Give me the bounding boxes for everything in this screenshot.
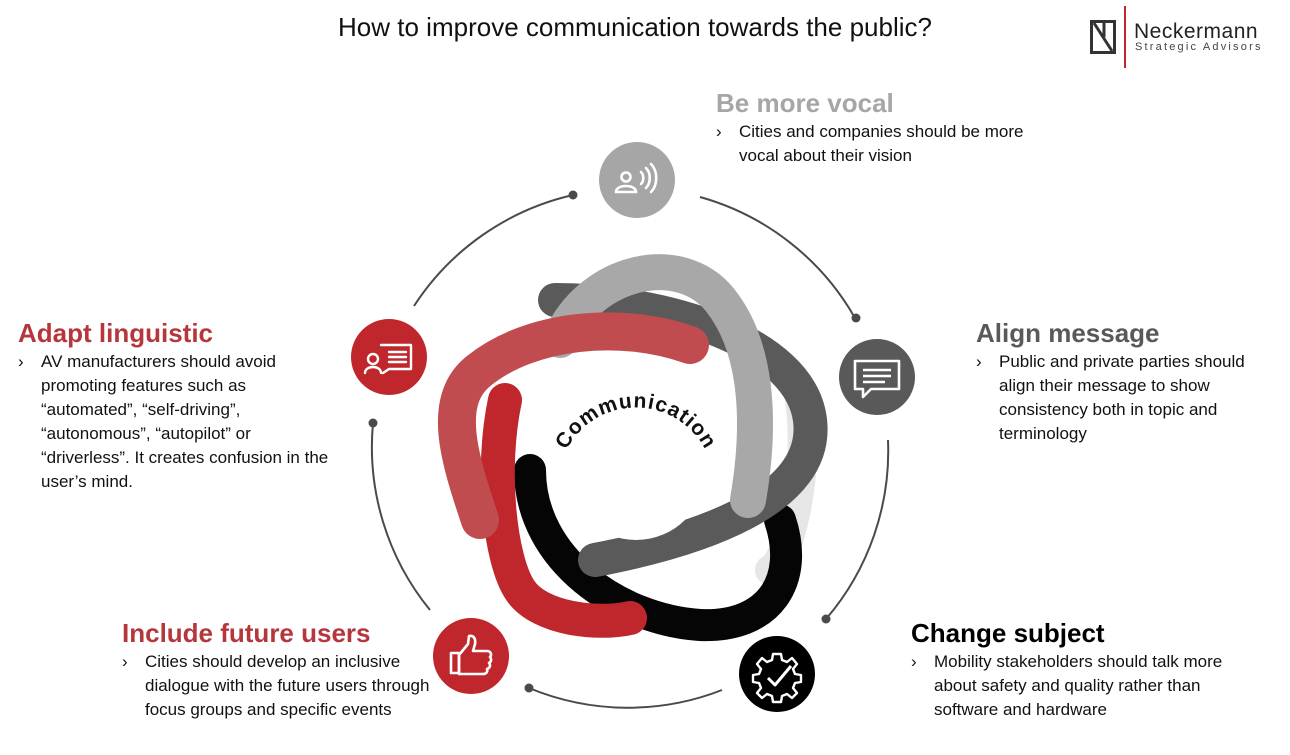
band-dark-gray: [538, 283, 828, 577]
chevron-right-icon: ›: [911, 652, 917, 671]
text-change-subject: Mobility stakeholders should talk more a…: [934, 652, 1223, 719]
chevron-right-icon: ›: [122, 652, 128, 671]
logo-divider: [1124, 6, 1126, 68]
arc-dot: [524, 683, 534, 693]
arc-change-to-include: [528, 687, 723, 709]
block-align-message: Align message › Public and private parti…: [976, 318, 1276, 446]
arc-dot: [368, 418, 378, 428]
arc-vocal-to-align: [699, 196, 856, 319]
heading-change-subject: Change subject: [911, 618, 1105, 648]
block-include-future-users: Include future users › Cities should dev…: [122, 618, 432, 722]
page-title: How to improve communication towards the…: [338, 12, 932, 42]
logo-subtitle: Strategic Advisors: [1135, 41, 1263, 53]
center-disc: [566, 400, 706, 540]
heading-include-future-users: Include future users: [122, 618, 371, 648]
cycle-arcs: [370, 194, 890, 709]
arc-dot: [821, 614, 831, 624]
band-red-dark: [480, 383, 647, 638]
heading-align-message: Align message: [976, 318, 1160, 348]
bullet-be-more-vocal: › Cities and companies should be more vo…: [716, 120, 1036, 168]
block-change-subject: Change subject › Mobility stakeholders s…: [911, 618, 1231, 722]
band-red: [437, 312, 709, 539]
chevron-right-icon: ›: [18, 352, 24, 371]
arc-include-to-adapt: [370, 422, 431, 611]
arc-dot: [851, 313, 861, 323]
text-align-message: Public and private parties should align …: [999, 352, 1245, 443]
arc-dot: [568, 190, 578, 200]
cycle-dots: [368, 190, 861, 693]
gear-check-icon: [751, 652, 803, 704]
person-speaking-icon: [614, 162, 658, 194]
bullet-change-subject: › Mobility stakeholders should talk more…: [911, 650, 1231, 722]
text-include-future-users: Cities should develop an inclusive dialo…: [145, 652, 430, 719]
text-adapt-linguistic: AV manufacturers should avoid promoting …: [41, 352, 329, 491]
change-icon-circle: [739, 636, 815, 712]
band-black: [514, 454, 803, 642]
bullet-adapt-linguistic: › AV manufacturers should avoid promotin…: [18, 350, 336, 494]
block-adapt-linguistic: Adapt linguistic › AV manufacturers shou…: [18, 318, 336, 494]
adapt-icon-circle: [351, 319, 427, 395]
text-be-more-vocal: Cities and companies should be more voca…: [739, 122, 1024, 165]
heading-adapt-linguistic: Adapt linguistic: [18, 318, 213, 348]
arc-adapt-to-vocal: [413, 194, 574, 307]
interwoven-bands: [437, 254, 828, 642]
logo-name: Neckermann: [1134, 20, 1259, 43]
block-be-more-vocal: Be more vocal › Cities and companies sho…: [716, 88, 1036, 168]
align-icon-circle: [839, 339, 915, 415]
heading-be-more-vocal: Be more vocal: [716, 88, 894, 118]
speech-text-icon: [363, 343, 413, 375]
band-light-gray: [542, 254, 773, 518]
vocal-icon-circle: [599, 142, 675, 218]
arc-align-to-change: [825, 439, 890, 620]
chat-message-icon: [853, 359, 901, 399]
chevron-right-icon: ›: [976, 352, 982, 371]
company-logo: Neckermann Strategic Advisors: [1088, 4, 1283, 68]
chevron-right-icon: ›: [716, 122, 722, 141]
bullet-align-message: › Public and private parties should alig…: [976, 350, 1276, 446]
logo-mark-icon: [1090, 20, 1116, 54]
include-icon-circle: [433, 618, 509, 694]
thumbs-up-icon: [449, 634, 493, 676]
bullet-include-future-users: › Cities should develop an inclusive dia…: [122, 650, 432, 722]
